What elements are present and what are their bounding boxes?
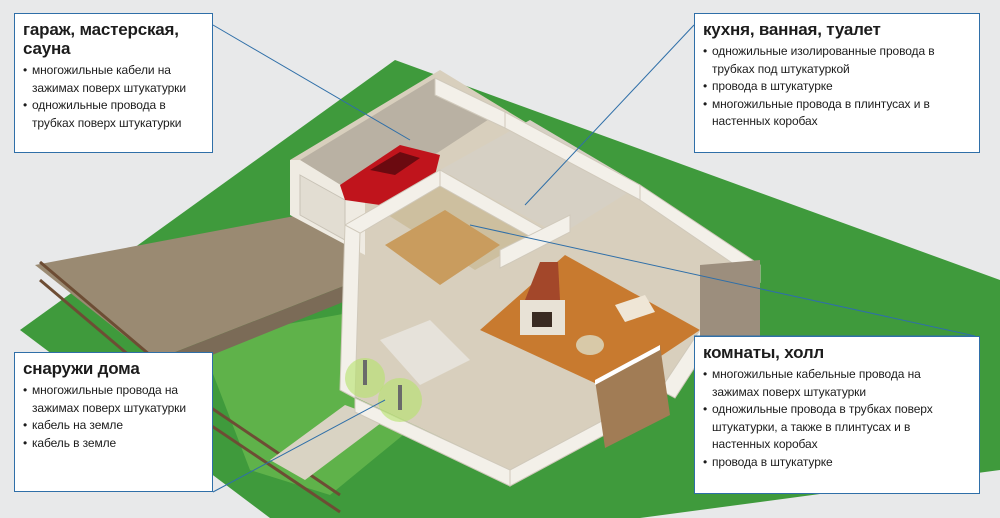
list-item: многожильные кабели на зажимах поверх шт… bbox=[23, 62, 204, 97]
list-item: многожильные кабельные провода на зажима… bbox=[703, 366, 971, 401]
callout-rooms-title: комнаты, холл bbox=[703, 343, 825, 362]
conservatory bbox=[595, 345, 670, 448]
callout-garage-title: гараж, мастерская, сауна bbox=[23, 20, 179, 58]
sofa-icon bbox=[576, 335, 604, 355]
list-item: многожильные провода на зажимах поверх ш… bbox=[23, 382, 204, 417]
list-item: провода в штукатурке bbox=[703, 78, 971, 96]
list-item: одножильные провода в трубках поверх шту… bbox=[703, 401, 971, 454]
callout-outside-list: многожильные провода на зажимах поверх ш… bbox=[23, 382, 204, 452]
callout-outside-title: снаружи дома bbox=[23, 359, 140, 378]
bedroom-floor bbox=[385, 210, 500, 285]
list-item: провода в штукатурке bbox=[703, 454, 971, 472]
list-item: кабель в земле bbox=[23, 435, 204, 453]
callout-kitchen-list: одножильные изолированные провода в труб… bbox=[703, 43, 971, 131]
callout-outside: снаружи дома многожильные провода на заж… bbox=[14, 352, 213, 492]
table-icon bbox=[615, 295, 655, 322]
callout-garage: гараж, мастерская, сауна многожильные ка… bbox=[14, 13, 213, 153]
callout-rooms: комнаты, холл многожильные кабельные про… bbox=[694, 336, 980, 494]
fireplace-icon bbox=[520, 262, 565, 335]
kitchen-floor bbox=[440, 120, 640, 235]
lamp-icon bbox=[345, 358, 422, 422]
callout-kitchen-title: кухня, ванная, туалет bbox=[703, 20, 881, 39]
garden-path bbox=[270, 405, 385, 480]
list-item: многожильные провода в плинтусах и в нас… bbox=[703, 96, 971, 131]
callout-rooms-list: многожильные кабельные провода на зажима… bbox=[703, 366, 971, 471]
callout-garage-list: многожильные кабели на зажимах поверх шт… bbox=[23, 62, 204, 132]
callout-kitchen: кухня, ванная, туалет одножильные изолир… bbox=[694, 13, 980, 153]
list-item: одножильные провода в трубках поверх шту… bbox=[23, 97, 204, 132]
list-item: кабель на земле bbox=[23, 417, 204, 435]
garage-floor bbox=[300, 78, 500, 200]
driveway bbox=[35, 215, 405, 360]
list-item: одножильные изолированные провода в труб… bbox=[703, 43, 971, 78]
porch bbox=[380, 320, 470, 385]
car-icon bbox=[340, 145, 440, 205]
